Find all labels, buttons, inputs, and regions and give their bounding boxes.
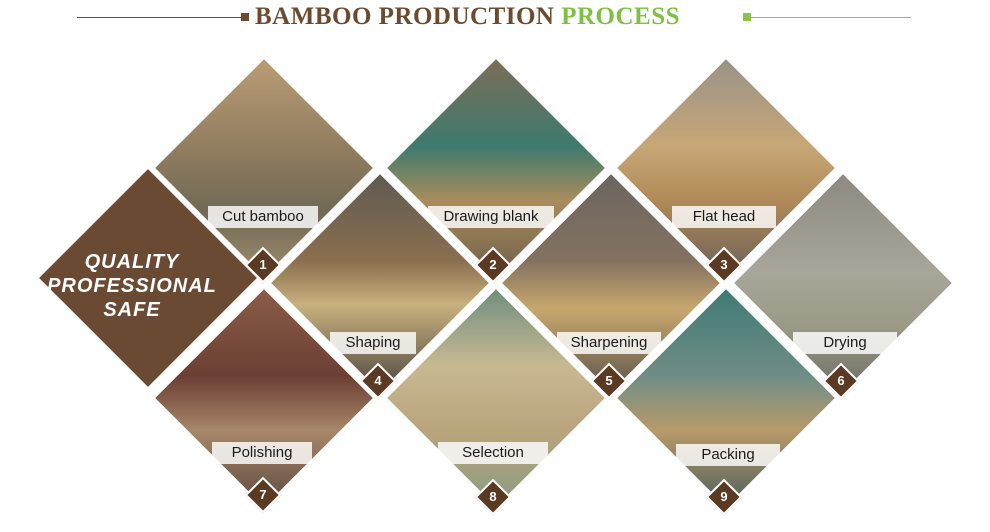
step-label-drying: Drying: [793, 332, 897, 354]
step-number-7: 7: [259, 487, 267, 502]
title-part-2: PROCESS: [561, 3, 681, 30]
header-square-left: [241, 13, 249, 21]
step-label-packing: Packing: [676, 444, 780, 466]
step-number-8: 8: [489, 489, 497, 504]
header-square-right: [743, 13, 751, 21]
step-number-2: 2: [489, 257, 497, 272]
step-label-selection: Selection: [438, 442, 548, 464]
step-number-6: 6: [837, 373, 845, 388]
step-number-5: 5: [605, 373, 613, 388]
title-part-1: BAMBOO PRODUCTION: [255, 3, 555, 30]
quality-line-safe: SAFE: [103, 299, 161, 321]
page-header: BAMBOO PRODUCTION PROCESS: [0, 0, 990, 40]
quality-line-professional: PROFESSIONAL: [47, 275, 217, 297]
step-label-shaping: Shaping: [330, 332, 416, 354]
step-label-flat-head: Flat head: [672, 206, 776, 228]
page-title: BAMBOO PRODUCTION PROCESS: [255, 3, 680, 31]
step-label-sharpening: Sharpening: [557, 332, 661, 354]
step-label-drawing-blank: Drawing blank: [428, 206, 554, 228]
step-number-4: 4: [374, 373, 382, 388]
step-label-cut-bamboo: Cut bamboo: [208, 206, 318, 228]
header-rule-right: [751, 17, 911, 18]
quality-line-quality: QUALITY: [84, 251, 180, 273]
header-rule-left: [77, 17, 243, 18]
quality-text: QUALITY PROFESSIONAL SAFE: [40, 250, 224, 322]
step-number-9: 9: [720, 489, 728, 504]
step-label-polishing: Polishing: [212, 442, 312, 464]
step-number-3: 3: [720, 257, 728, 272]
step-number-1: 1: [259, 257, 267, 272]
